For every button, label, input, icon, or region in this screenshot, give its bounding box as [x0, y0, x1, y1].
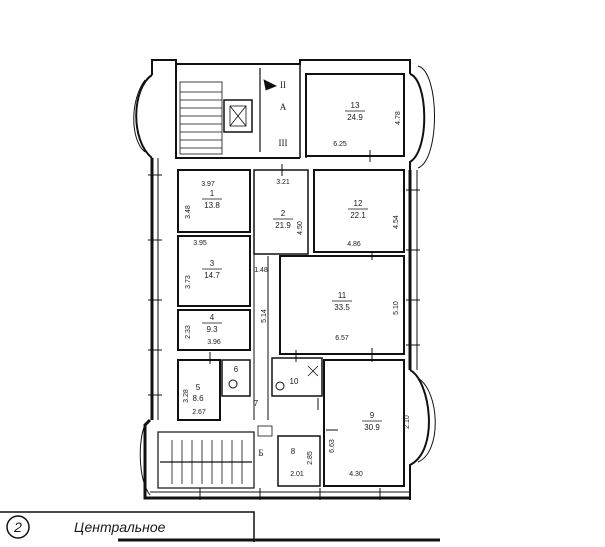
- dim-3-21: 3.21: [276, 179, 290, 186]
- room-6: [221, 359, 251, 397]
- dim-3-48: 3.48: [185, 205, 192, 219]
- room-3: [177, 235, 251, 307]
- room-8-number: 8: [291, 447, 296, 456]
- room-13-area: 24.9: [347, 113, 363, 122]
- room-3-number: 3: [210, 259, 215, 268]
- room-8: [277, 435, 321, 487]
- door-marks: [209, 150, 373, 431]
- room-4-number: 4: [210, 313, 215, 322]
- room-11-area: 33.5: [334, 303, 350, 312]
- dim-3-73: 3.73: [185, 275, 192, 289]
- room-1-area: 13.8: [204, 201, 220, 210]
- stairs-top: [179, 68, 277, 155]
- room-2-number: 2: [281, 209, 286, 218]
- building-walls: [133, 59, 436, 500]
- dimension-labels: 4.78 6.25 3.21 3.97 3.48 4.50 4.54 4.86 …: [183, 111, 411, 478]
- dim-1-48: 1.48: [254, 267, 268, 274]
- room-5: [177, 359, 221, 421]
- room-4: [177, 309, 251, 351]
- dim-2-33: 2.33: [185, 325, 192, 339]
- room-11-number: 11: [338, 291, 347, 300]
- dim-5-14: 5.14: [261, 309, 268, 323]
- room-2: [253, 169, 309, 255]
- room-1-number: 1: [210, 189, 215, 198]
- stair-label-a: А: [280, 102, 287, 112]
- room-12-number: 12: [354, 199, 363, 208]
- dim-2-10: 2.10: [404, 415, 411, 429]
- room-11: [279, 255, 405, 355]
- room-9: [323, 359, 405, 487]
- dim-3-96: 3.96: [207, 339, 221, 346]
- dim-3-97: 3.97: [201, 181, 215, 188]
- dim-3-95: 3.95: [193, 240, 207, 247]
- room-3-area: 14.7: [204, 271, 220, 280]
- room-6-number: 6: [234, 365, 239, 374]
- stamp-text: Центральное: [74, 519, 166, 535]
- room-5-area: 8.6: [192, 394, 204, 403]
- room-7-number: 7: [254, 399, 259, 408]
- dim-6-57: 6.57: [335, 335, 349, 342]
- dim-2-01: 2.01: [290, 471, 304, 478]
- room-12: [313, 169, 405, 253]
- room-5-number: 5: [196, 383, 201, 392]
- room-1: [177, 169, 251, 233]
- stair-label-b: Б: [258, 448, 263, 458]
- window-marks: [148, 174, 420, 500]
- dim-2-85: 2.85: [307, 451, 314, 465]
- stair-roman-3: III: [279, 138, 288, 148]
- room-9-area: 30.9: [364, 423, 380, 432]
- room-10: [271, 357, 323, 397]
- stamp-number: 2: [13, 519, 22, 535]
- dim-4-78: 4.78: [395, 111, 402, 125]
- room-2-area: 21.9: [275, 221, 291, 230]
- room-4-area: 9.3: [206, 325, 218, 334]
- dim-4-54: 4.54: [393, 215, 400, 229]
- room-12-area: 22.1: [350, 211, 366, 220]
- room-13-number: 13: [351, 101, 360, 110]
- dim-6-63: 6.63: [329, 439, 336, 453]
- room-10-number: 10: [290, 377, 299, 386]
- dim-3-28: 3.28: [183, 389, 190, 403]
- room-9-number: 9: [370, 411, 375, 420]
- dim-4-50: 4.50: [297, 221, 304, 235]
- dim-4-86: 4.86: [347, 241, 361, 248]
- dim-6-25: 6.25: [333, 141, 347, 148]
- dim-2-67: 2.67: [192, 409, 206, 416]
- dim-4-30: 4.30: [349, 471, 363, 478]
- stair-roman-2: II: [280, 80, 286, 90]
- title-stamp: 2 Центральное: [0, 511, 440, 542]
- dim-5-10: 5.10: [393, 301, 400, 315]
- stairs-bottom: [157, 425, 273, 489]
